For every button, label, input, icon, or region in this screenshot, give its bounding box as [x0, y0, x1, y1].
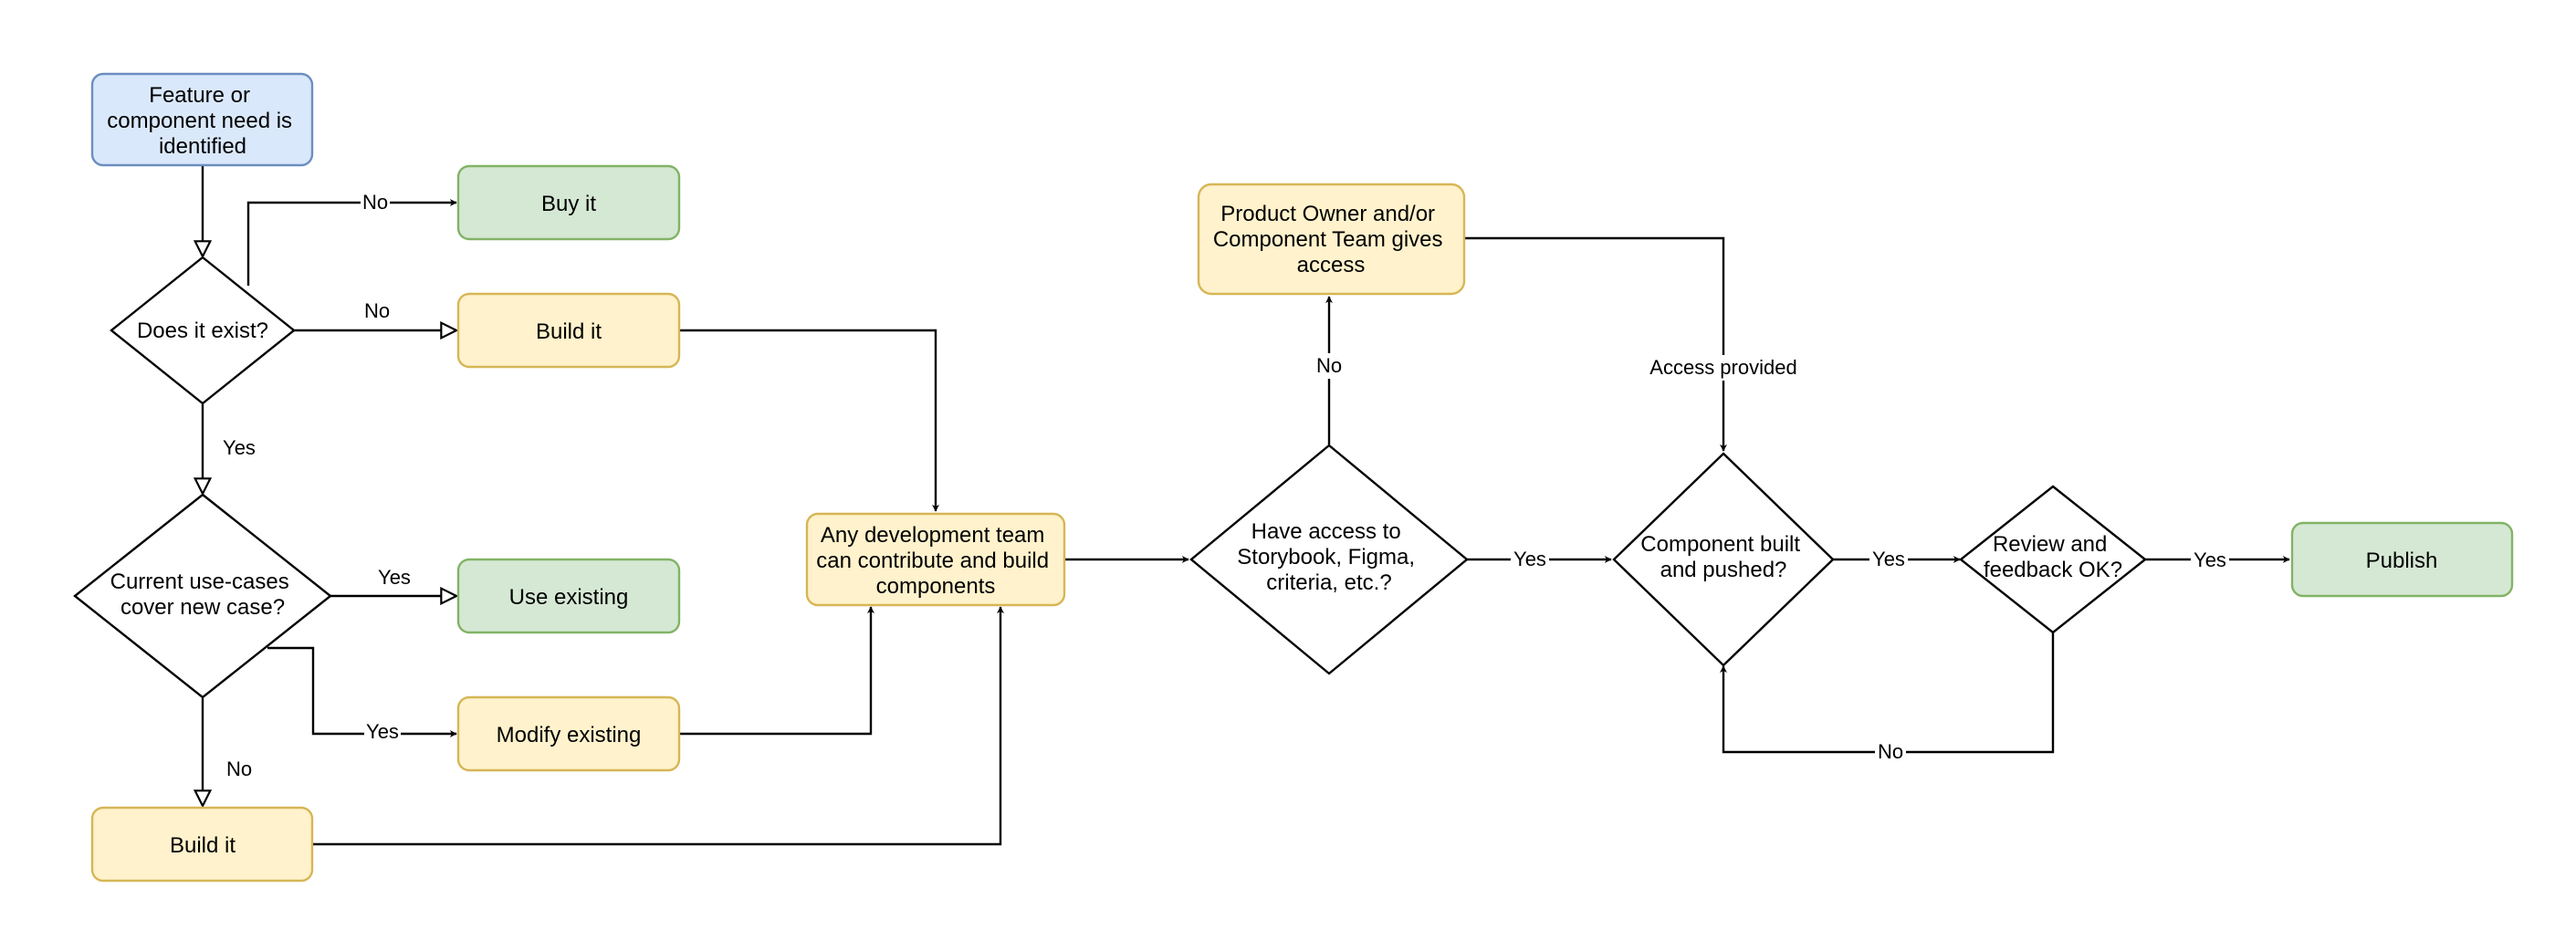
edge-label-owner-built: Access provided [1649, 356, 1796, 379]
edge-label-access-owner: No [1316, 354, 1342, 377]
node-build-top-box [456, 292, 681, 369]
node-exist-diamond [110, 256, 296, 405]
node-access-label: Have access to Storybook, Figma, criteri… [1237, 519, 1420, 595]
nodes: Feature or component need is identified … [73, 72, 2514, 883]
node-any-team-label: Any development team can contribute and … [816, 523, 1055, 599]
node-usecase-diamond [73, 493, 332, 699]
edge-label-access-built: Yes [1513, 548, 1546, 570]
edge-label-exist-usecase: Yes [223, 436, 256, 459]
node-built-diamond [1612, 452, 1835, 667]
node-review-label: Review and feedback OK? [1984, 532, 2122, 582]
edge-label-exist-buy: No [362, 191, 388, 214]
node-modify-box [456, 695, 681, 772]
edge-review-to-built [1720, 632, 2055, 754]
node-publish-box [2290, 521, 2514, 598]
node-build-top-label: Build it [536, 319, 602, 344]
edge-usecase-to-modify [267, 646, 457, 737]
node-review-diamond [1959, 485, 2147, 634]
node-product-owner-box [1197, 183, 1466, 296]
node-any-team-box [805, 512, 1066, 607]
node-exist-label: Does it exist? [137, 319, 268, 343]
node-access-diamond [1189, 444, 1469, 675]
edge-exist-to-buy [246, 199, 457, 286]
node-buy-box [456, 164, 681, 241]
node-product-owner-label: Product Owner and/or Component Team give… [1213, 202, 1449, 277]
node-built-label: Component built and pushed? [1640, 532, 1806, 582]
edge-label-usecase-modify: Yes [366, 720, 399, 743]
node-start-box [90, 72, 314, 167]
edge-label-review-built: No [1878, 740, 1903, 763]
node-use-existing-box [456, 558, 681, 634]
edge-build-bottom-to-any-team [312, 606, 1004, 846]
node-start-label: Feature or component need is identified [107, 83, 298, 159]
edge-build-top-to-any-team [679, 329, 939, 512]
node-publish-label: Publish [2366, 549, 2438, 573]
edge-label-usecase-use: Yes [378, 566, 411, 589]
edge-label-review-publish: Yes [2194, 549, 2226, 571]
edge-labels: No No Yes Yes Yes No No Access provided … [223, 190, 2229, 780]
edge-label-built-review: Yes [1872, 548, 1905, 570]
node-use-existing-label: Use existing [509, 585, 629, 610]
edge-label-exist-build: No [364, 299, 390, 322]
edge-modify-to-any-team [679, 606, 874, 736]
node-usecase-label: Current use-cases cover new case? [110, 570, 296, 620]
edge-label-usecase-build: No [226, 758, 252, 780]
node-modify-label: Modify existing [497, 723, 642, 747]
node-buy-label: Buy it [541, 192, 596, 216]
node-build-bottom-box [90, 806, 314, 883]
edge-owner-to-built [1464, 236, 1727, 452]
node-build-bottom-label: Build it [170, 833, 236, 858]
